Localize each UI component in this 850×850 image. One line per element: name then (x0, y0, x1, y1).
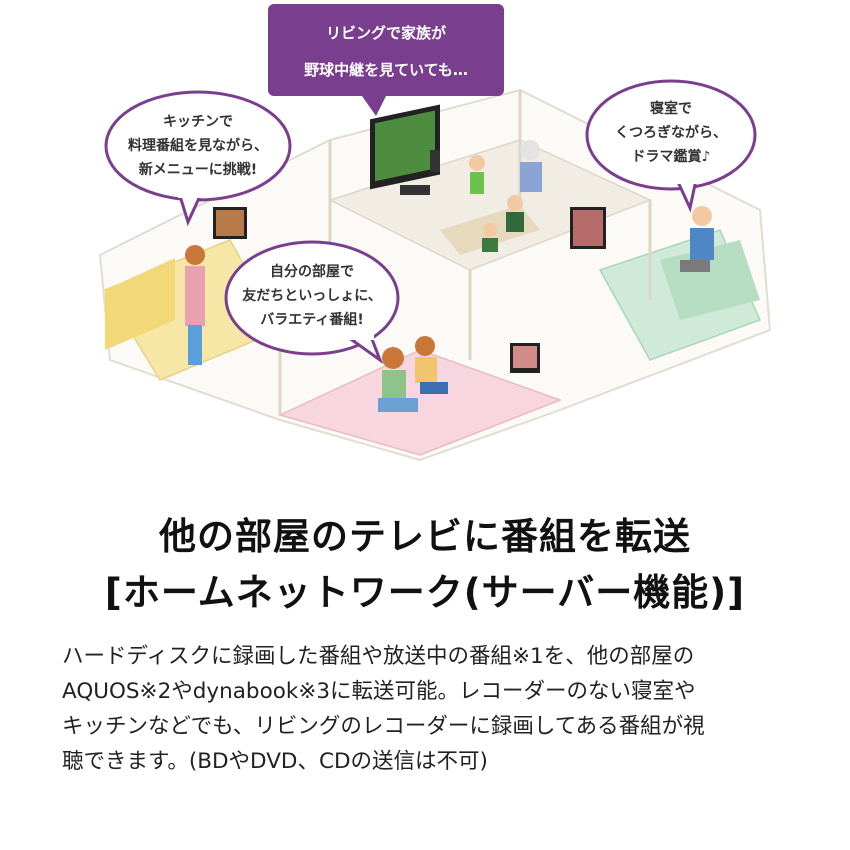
living-bubble-line1: リビングで家族が (326, 24, 447, 42)
bedroom-speech-bubble: 寝室で くつろぎながら、 ドラマ鑑賞♪ (585, 79, 757, 213)
kids-bubble-line2: 友だちといっしょに、 (242, 287, 382, 304)
kitchen-bubble-line1: キッチンで (163, 114, 233, 130)
description-text: ハードディスクに録画した番組や放送中の番組※1を、他の部屋の AQUOS※2やd… (62, 639, 792, 779)
kitchen-speech-bubble: キッチンで 料理番組を見ながら、 新メニューに挑戦! (104, 90, 292, 227)
bedroom-bubble-line3: ドラマ鑑賞♪ (632, 148, 711, 165)
headline-title: 他の部屋のテレビに番組を転送 (159, 515, 691, 558)
home-network-illustration: リビングで家族が 野球中継を見ていても… キッチンで 料理番組を見ながら、 新メ… (98, 4, 772, 462)
headline-subtitle: [ホームネットワーク(サーバー機能)] (104, 571, 746, 614)
living-bubble-line2: 野球中継を見ていても… (304, 61, 468, 79)
description-line: ハードディスクに録画した番組や放送中の番組※1を、他の部屋の (62, 644, 695, 669)
kids-bubble-line3: バラエティ番組! (260, 311, 364, 328)
kids-bubble-line1: 自分の部屋で (270, 263, 354, 280)
bedroom-scene (570, 206, 760, 320)
kids-room-speech-bubble: 自分の部屋で 友だちといっしょに、 バラエティ番組! (224, 240, 400, 365)
kitchen-bubble-line3: 新メニューに挑戦! (139, 161, 257, 178)
description-line: AQUOS※2やdynabook※3に転送可能。レコーダーのない寝室や (62, 679, 696, 704)
bedroom-bubble-line1: 寝室で (650, 100, 692, 117)
bedroom-bubble-line2: くつろぎながら、 (615, 124, 727, 141)
kids-room-floor (277, 349, 563, 456)
living-room-speech-bubble: リビングで家族が 野球中継を見ていても… (268, 4, 504, 116)
description-line: キッチンなどでも、リビングのレコーダーに録画してある番組が視 (62, 714, 705, 739)
living-room-scene (370, 104, 542, 255)
kitchen-scene (105, 207, 247, 365)
kids-room-scene (378, 336, 540, 412)
kitchen-bubble-line2: 料理番組を見ながら、 (128, 137, 268, 154)
description-line: 聴できます。(BDやDVD、CDの送信は不可) (62, 749, 488, 774)
